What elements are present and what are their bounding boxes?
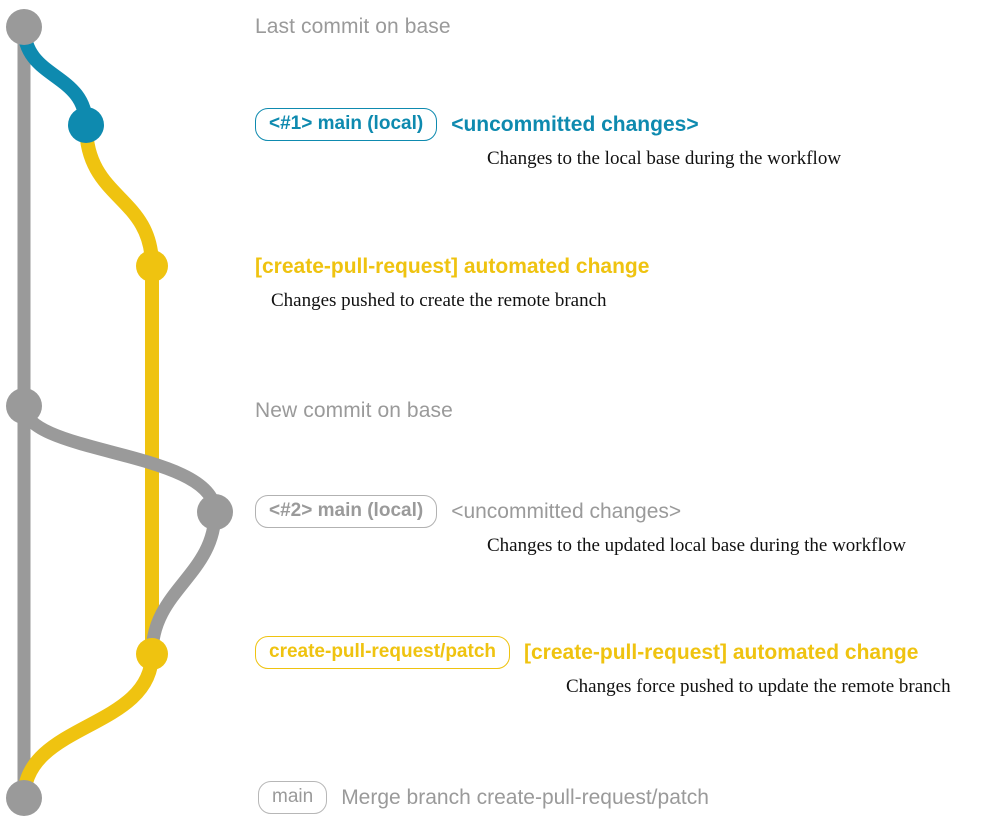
branch-badge-main-local-1[interactable]: <#1> main (local) <box>255 108 438 141</box>
commit-node-local-1[interactable] <box>68 107 104 143</box>
commit-node-base-last[interactable] <box>6 9 42 45</box>
commit-description-local-2: Changes to the updated local base during… <box>487 535 906 556</box>
caption-new-commit-on-base: New commit on base <box>255 399 453 422</box>
row-local-commit-2: <#2> main (local) <uncommitted changes> <box>255 495 681 528</box>
branch-line-patch <box>79 118 159 661</box>
commit-node-patch-create[interactable] <box>136 250 168 282</box>
commit-node-base-merge[interactable] <box>6 780 42 816</box>
row-update-remote-branch: create-pull-request/patch [create-pull-r… <box>255 636 918 669</box>
commit-node-patch-forcepush[interactable] <box>136 638 168 670</box>
row-new-commit-on-base: New commit on base <box>255 398 453 424</box>
row-local-commit-1: <#1> main (local) <uncommitted changes> <box>255 108 699 141</box>
branch-badge-main-local-2[interactable]: <#2> main (local) <box>255 495 438 528</box>
commit-subject-automated-change-1: [create-pull-request] automated change <box>255 255 650 278</box>
commit-description-update-remote-branch: Changes force pushed to update the remot… <box>566 676 951 697</box>
branch-badge-main[interactable]: main <box>258 781 328 814</box>
commit-node-base-new[interactable] <box>6 388 42 424</box>
row-last-commit-on-base: Last commit on base <box>255 14 451 40</box>
caption-last-commit-on-base: Last commit on base <box>255 15 451 38</box>
row-create-remote-branch: [create-pull-request] automated change <box>255 254 649 280</box>
branch-line-local-2 <box>17 399 222 661</box>
commit-subject-merge-branch: Merge branch create-pull-request/patch <box>341 785 709 809</box>
commit-subject-uncommitted-2: <uncommitted changes> <box>451 499 682 523</box>
commit-node-local-2[interactable] <box>197 494 233 530</box>
commit-subject-uncommitted-1: <uncommitted changes> <box>451 112 699 136</box>
commit-description-local-1: Changes to the local base during the wor… <box>487 148 842 169</box>
commit-description-create-remote-branch: Changes pushed to create the remote bran… <box>271 290 607 311</box>
branch-badge-create-pull-request-patch[interactable]: create-pull-request/patch <box>255 636 510 669</box>
row-merge-commit: main Merge branch create-pull-request/pa… <box>258 781 709 814</box>
branch-line-merge <box>17 647 159 805</box>
commit-subject-automated-change-2: [create-pull-request] automated change <box>524 640 919 664</box>
